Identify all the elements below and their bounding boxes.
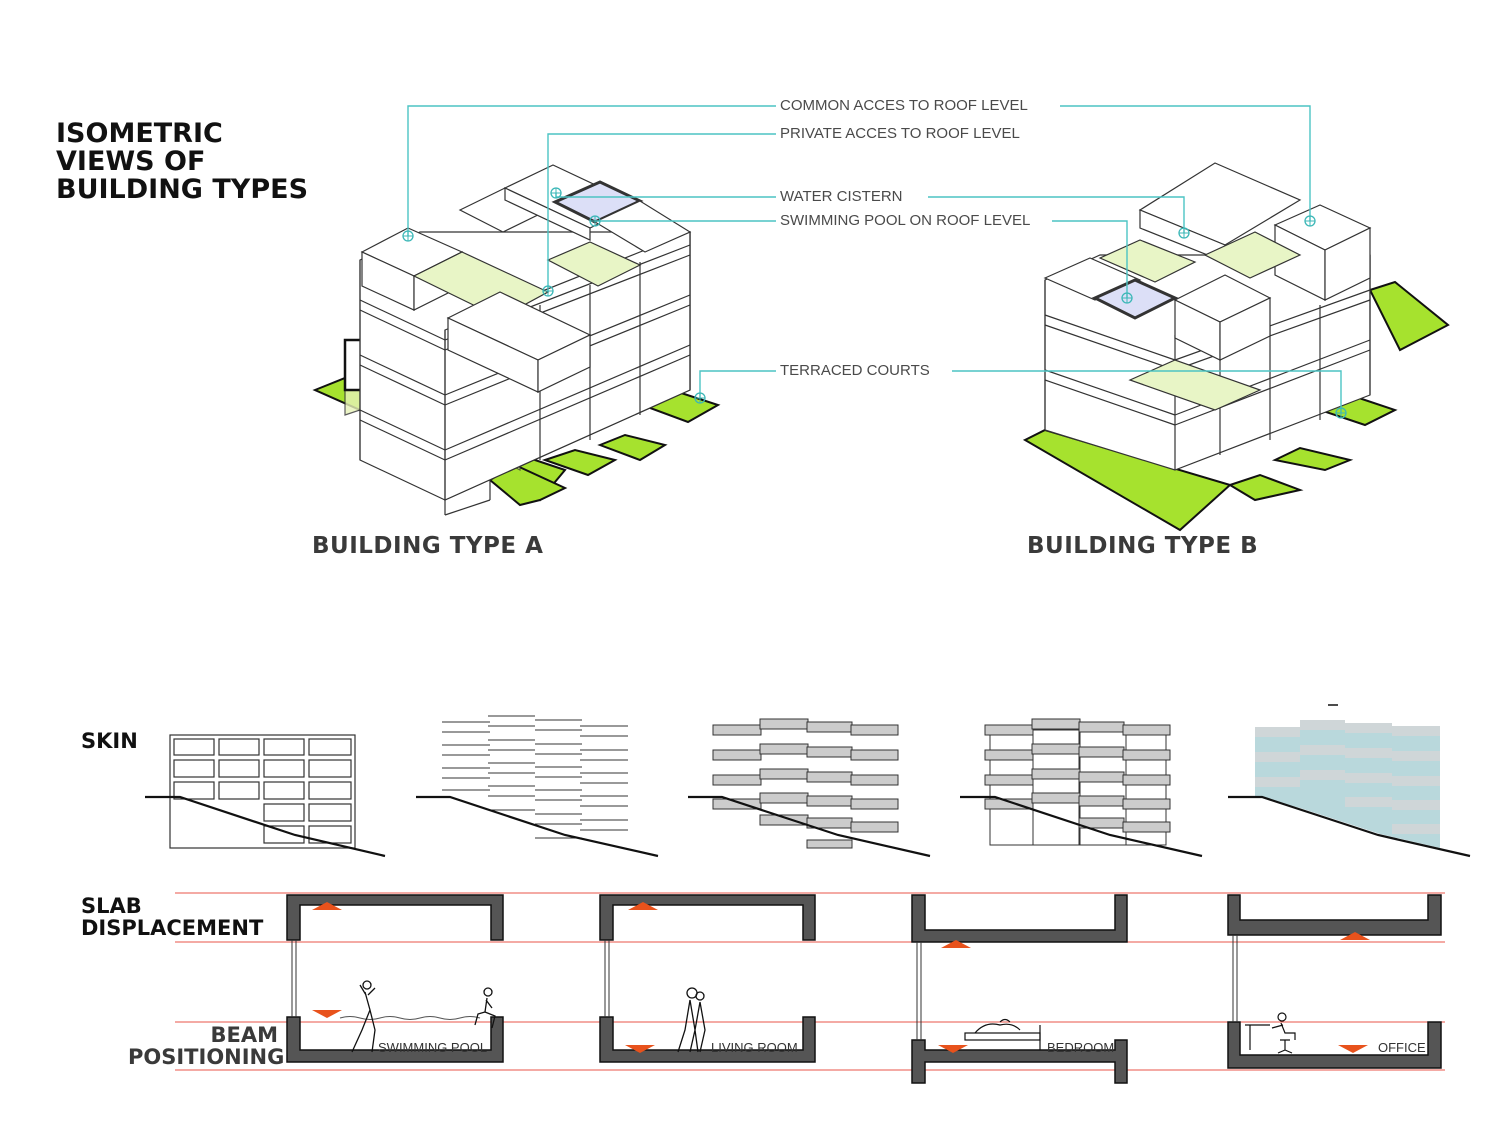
crosshair-circle-icon: [1335, 407, 1347, 419]
skin-diagram-grid: [145, 734, 386, 858]
bed-figure-icon: [964, 1018, 1041, 1050]
terrace-a-5: [597, 433, 668, 462]
roof-garden-a-2: [546, 241, 642, 287]
callout-leaders: [407, 105, 1342, 413]
section-swimming-pool: [286, 894, 504, 1063]
crosshair-circle-icon: [589, 215, 601, 227]
roof-pool-b: [1091, 278, 1179, 320]
beam-label-line-2: POSITIONING: [128, 1045, 285, 1069]
building-type-a-isometric: [312, 164, 721, 516]
skin-diagram-lines: [416, 715, 659, 858]
crosshair-circle-icon: [1304, 215, 1316, 227]
callout-swimming-pool: SWIMMING POOL ON ROOF LEVEL: [776, 212, 1035, 229]
triangle-arrow-icon: [628, 902, 658, 910]
label-building-type-a: BUILDING TYPE A: [312, 533, 544, 559]
row-label-skin: SKIN: [81, 729, 138, 753]
crosshair-circle-icon: [1178, 227, 1190, 239]
room-label-living: LIVING ROOM: [711, 1040, 798, 1055]
crosshair-circle-icon: [694, 392, 706, 404]
crosshair-circle-icon: [1121, 292, 1133, 304]
terrace-a-4: [541, 448, 618, 477]
crosshair-circle-icon: [402, 230, 414, 242]
triangle-arrow-icon: [941, 940, 971, 948]
triangle-arrow-icon: [625, 1045, 655, 1053]
roof-garden-b-2: [1203, 231, 1302, 279]
section-bedroom: [911, 894, 1128, 1084]
room-label-bedroom: BEDROOM: [1047, 1040, 1115, 1055]
skin-diagram-slabs-frame: [960, 718, 1203, 858]
building-type-b-isometric: [1022, 162, 1450, 532]
skin-diagram-envelope: [1228, 704, 1471, 858]
section-living-room: [599, 894, 816, 1063]
title-line-1: ISOMETRIC: [56, 118, 223, 149]
room-label-office: OFFICE: [1378, 1040, 1426, 1055]
beam-label-line-1: BEAM: [210, 1023, 278, 1047]
skin-diagram-slabs: [688, 718, 931, 858]
slab-label-line-1: SLAB: [81, 894, 142, 918]
terrace-b-2: [1227, 473, 1304, 502]
callout-common-access: COMMON ACCES TO ROOF LEVEL: [776, 97, 1032, 114]
couple-figure-icon: [677, 987, 706, 1053]
title-line-2: VIEWS OF: [56, 146, 206, 177]
terrace-b-5: [1368, 280, 1450, 352]
crosshair-circle-icon: [550, 187, 562, 199]
row-label-beam-positioning: BEAM POSITIONING: [128, 1023, 285, 1069]
triangle-arrow-icon: [1338, 1045, 1368, 1053]
triangle-arrow-icon: [938, 1045, 968, 1053]
crosshair-circle-icon: [542, 285, 554, 297]
slab-label-line-2: DISPLACEMENT: [81, 916, 264, 940]
callout-terraced-courts: TERRACED COURTS: [776, 362, 934, 379]
sheet-title: ISOMETRIC VIEWS OF BUILDING TYPES: [56, 120, 308, 204]
label-building-type-b: BUILDING TYPE B: [1027, 533, 1259, 559]
title-line-3: BUILDING TYPES: [56, 174, 309, 205]
callout-water-cistern: WATER CISTERN: [776, 188, 907, 205]
triangle-arrow-icon: [312, 902, 342, 910]
callout-private-access: PRIVATE ACCES TO ROOF LEVEL: [776, 125, 1024, 142]
person-sitting-icon: [474, 987, 496, 1029]
person-figure-icon: [351, 980, 376, 1053]
triangle-arrow-icon: [312, 1010, 342, 1018]
mid-court-b: [1128, 359, 1262, 411]
terrace-b-3: [1271, 446, 1354, 472]
row-label-slab-displacement: SLAB DISPLACEMENT: [81, 895, 263, 939]
room-label-pool: SWIMMING POOL: [378, 1040, 488, 1055]
triangle-arrow-icon: [1340, 932, 1370, 940]
desk-figure-icon: [1245, 1012, 1296, 1054]
section-office: [1227, 894, 1442, 1069]
